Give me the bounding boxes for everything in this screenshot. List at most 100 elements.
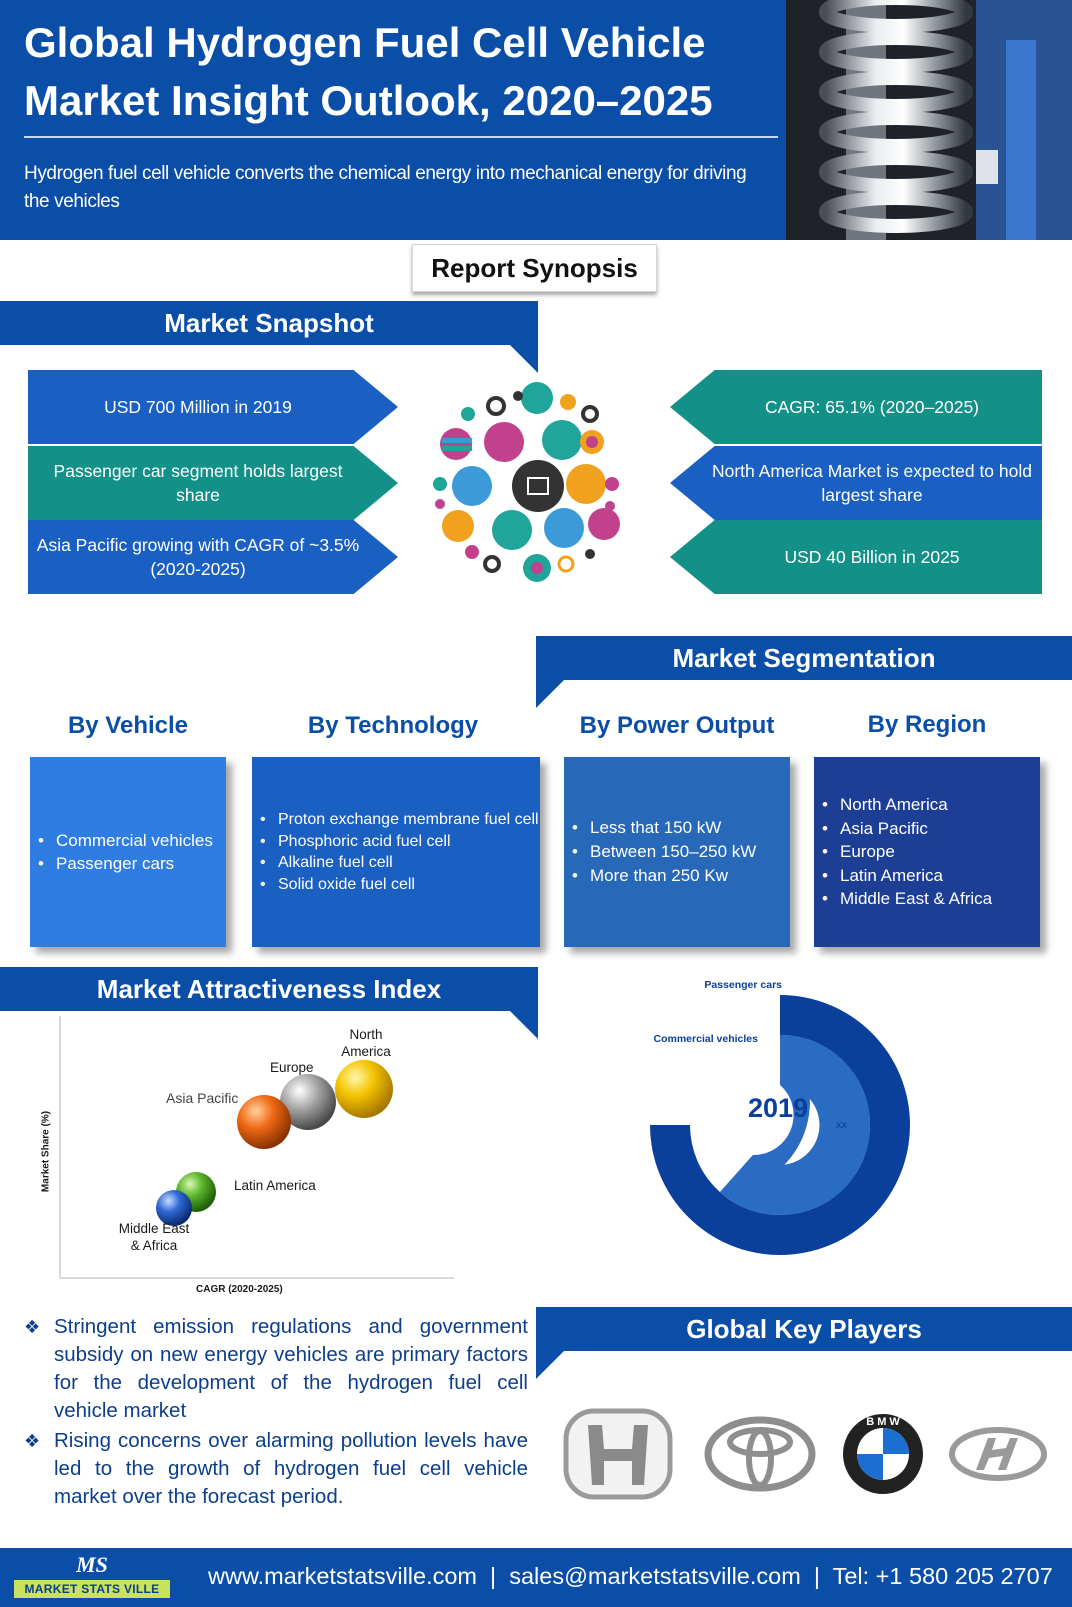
icon-cluster (432, 378, 652, 588)
snapshot-left-2: Passenger car segment holds largest shar… (28, 446, 398, 520)
list-item: ❖ Rising concerns over alarming pollution… (24, 1427, 528, 1511)
market-segmentation-banner: Market Segmentation (536, 636, 1072, 708)
list-item: Asia Pacific (820, 817, 992, 841)
snapshot-right-3-text: USD 40 Billion in 2025 (784, 547, 960, 567)
list-item: Less that 150 kW (570, 816, 756, 840)
seg-list-power-output: Less that 150 kW Between 150–250 kW More… (564, 816, 756, 888)
brand-mark: MS (76, 1552, 108, 1577)
list-item: Commercial vehicles (36, 829, 213, 852)
footer-bar: MS MARKET STATS VILLE www.marketstatsvil… (0, 1548, 1072, 1607)
snapshot-right-1: CAGR: 65.1% (2020–2025) (670, 370, 1042, 444)
brand-logo: MS MARKET STATS VILLE (14, 1552, 170, 1602)
seg-box-technology: Proton exchange membrane fuel cell Phosp… (252, 757, 540, 947)
bubble-north-america (335, 1060, 393, 1118)
snapshot-left-1: USD 700 Million in 2019 (28, 370, 398, 444)
attractiveness-banner: Market Attractiveness Index (0, 967, 538, 1039)
brand-name: MARKET STATS VILLE (14, 1580, 170, 1598)
list-item: Alkaline fuel cell (258, 852, 539, 874)
key-players-title: Global Key Players (686, 1314, 922, 1344)
y-axis-label: Market Share (%) (40, 1110, 52, 1193)
key-insights-list: ❖ Stringent emission regulations and gove… (24, 1313, 528, 1513)
bubble-asia-pacific (237, 1095, 291, 1149)
bubble-chart-svg (59, 1016, 454, 1279)
gear-network-icon (544, 508, 584, 548)
donut-svg (650, 995, 910, 1255)
footer-contact: www.marketstatsville.com | sales@markets… (208, 1563, 1053, 1589)
snapshot-right-1-text: CAGR: 65.1% (2020–2025) (764, 397, 980, 417)
seg-list-vehicle: Commercial vehicles Passenger cars (30, 829, 213, 875)
toyota-logo-icon (702, 1406, 818, 1502)
diamond-bullet-icon: ❖ (24, 1317, 41, 1337)
market-snapshot-banner: Market Snapshot (0, 301, 538, 373)
snapshot-left-3-text: Asia Pacific growing with CAGR of ~3.5% … (36, 535, 360, 579)
list-item: North America (820, 793, 992, 817)
hand-coin-icon (542, 420, 582, 460)
attractiveness-title: Market Attractiveness Index (96, 974, 442, 1004)
snapshot-right-3: USD 40 Billion in 2025 (670, 520, 1042, 594)
header-banner: Global Hydrogen Fuel Cell Vehicle Market… (0, 0, 786, 240)
analytics-icon-cluster (433, 382, 620, 582)
snapshot-left-1-text: USD 700 Million in 2019 (104, 397, 292, 417)
seg-heading-vehicle: By Vehicle (67, 712, 189, 739)
pentagon-icon (588, 508, 620, 540)
list-item: Phosphoric acid fuel cell (258, 831, 539, 853)
hero-suspension-image (786, 0, 1072, 240)
insight-text-2: Rising concerns over alarming pollution … (54, 1429, 528, 1508)
snapshot-left-2-text: Passenger car segment holds largest shar… (53, 461, 343, 505)
chart-magnifier-icon (512, 460, 564, 512)
handshake-icon (442, 510, 474, 542)
snapshot-left-3: Asia Pacific growing with CAGR of ~3.5% … (28, 520, 398, 594)
x-axis-label: CAGR (2020-2025) (196, 1284, 283, 1295)
donut-segment-passenger-cars (650, 995, 910, 1255)
donut-label-passenger-cars: Passenger cars (704, 979, 782, 991)
list-item: Between 150–250 kW (570, 840, 756, 864)
donut-label-commercial-vehicles: Commercial vehicles (653, 1033, 758, 1045)
list-item: Proton exchange membrane fuel cell (258, 809, 539, 831)
svg-text:B M W: B M W (866, 1416, 900, 1428)
report-synopsis-tab: Report Synopsis (412, 244, 657, 292)
bmw-logo-icon: B M W (840, 1406, 926, 1502)
search-icon (566, 464, 606, 504)
list-item: Europe (820, 840, 992, 864)
seg-box-power-output: Less that 150 kW Between 150–250 kW More… (564, 757, 790, 947)
bubble-europe (280, 1074, 336, 1130)
snapshot-right-2-text: North America Market is expected to hold… (711, 461, 1032, 505)
donut-year-label: 2019 (748, 1093, 809, 1123)
label-middle-east-africa: Middle East & Africa (118, 1221, 190, 1253)
label-asia-pacific: Asia Pacific (166, 1090, 239, 1106)
diamond-bullet-icon: ❖ (24, 1431, 41, 1451)
market-snapshot-title: Market Snapshot (164, 308, 374, 338)
clipboard-icon (452, 466, 492, 506)
seg-list-technology: Proton exchange membrane fuel cell Phosp… (252, 809, 539, 895)
hyundai-logo-icon (946, 1406, 1050, 1502)
list-item: Latin America (820, 864, 992, 888)
page-subtitle: Hydrogen fuel cell vehicle converts the … (24, 163, 747, 212)
seg-heading-technology: By Technology (307, 712, 479, 739)
seg-heading-power-output: By Power Output (579, 712, 775, 739)
list-item: Passenger cars (36, 852, 213, 875)
honda-logo-icon (560, 1406, 676, 1502)
snapshot-right-2: North America Market is expected to hold… (670, 446, 1042, 520)
bubble-mea (156, 1190, 192, 1226)
seg-box-region: North America Asia Pacific Europe Latin … (814, 757, 1040, 947)
insight-text-1: Stringent emission regulations and gover… (54, 1315, 528, 1422)
page-title: Global Hydrogen Fuel Cell Vehicle Market… (24, 19, 713, 124)
person-icon (484, 422, 524, 462)
list-item: Solid oxide fuel cell (258, 874, 539, 896)
label-europe: Europe (270, 1060, 314, 1075)
list-item: Middle East & Africa (820, 887, 992, 911)
attractiveness-bubble-chart: North America Europe Asia Pacific Latin … (40, 1016, 470, 1306)
seg-list-region: North America Asia Pacific Europe Latin … (814, 793, 992, 911)
vehicle-share-donut: Passenger cars Commercial vehicles 2019 … (636, 979, 916, 1255)
market-segmentation-title: Market Segmentation (672, 643, 936, 673)
coil-spring-graphic (786, 0, 1072, 240)
list-item: ❖ Stringent emission regulations and gove… (24, 1313, 528, 1425)
label-latin-america: Latin America (234, 1178, 316, 1193)
donut-inner-value: xx (836, 1119, 847, 1131)
header-divider (24, 136, 778, 138)
flow-icon (521, 382, 553, 414)
people-icon (492, 510, 532, 550)
list-item: More than 250 Kw (570, 864, 756, 888)
seg-box-vehicle: Commercial vehicles Passenger cars (30, 757, 226, 947)
key-players-banner: Global Key Players (536, 1307, 1072, 1379)
